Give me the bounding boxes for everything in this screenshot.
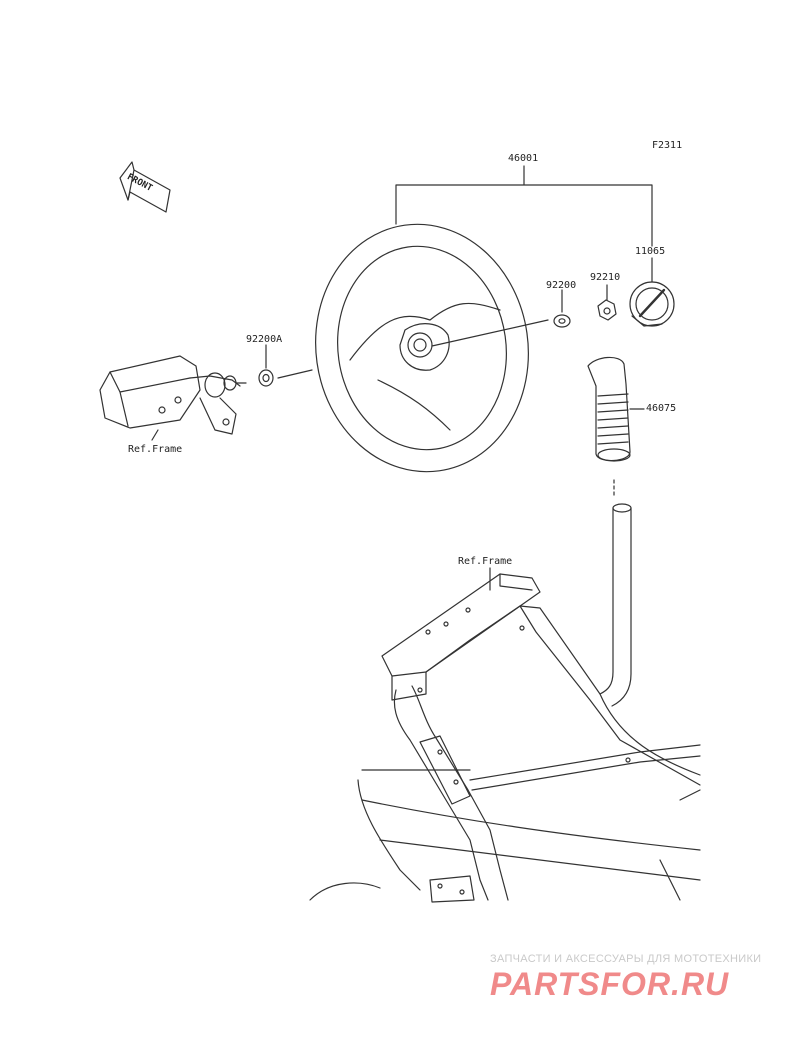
ref-frame-label: Ref.Frame bbox=[458, 556, 513, 567]
part-label-92210[interactable]: 92210 bbox=[590, 272, 621, 283]
leader-46001 bbox=[395, 165, 653, 247]
front-arrow-icon bbox=[119, 161, 171, 213]
cap-11065 bbox=[629, 281, 675, 327]
part-label-46001[interactable]: 46001 bbox=[508, 153, 539, 164]
nut-92210 bbox=[597, 299, 617, 321]
vehicle-frame bbox=[309, 573, 701, 903]
ref-frame-label: Ref.Frame bbox=[128, 444, 183, 455]
part-label-46075[interactable]: 46075 bbox=[646, 403, 677, 414]
steering-wheel bbox=[315, 223, 529, 473]
grip-46075 bbox=[587, 356, 631, 462]
washer-92200 bbox=[553, 314, 571, 328]
steering-column-bracket bbox=[99, 355, 247, 435]
part-label-92200[interactable]: 92200 bbox=[546, 280, 577, 291]
part-label-11065[interactable]: 11065 bbox=[635, 246, 666, 257]
handle-bar-tube bbox=[599, 479, 632, 707]
washer-92200A bbox=[258, 369, 274, 387]
watermark-tagline: ЗАПЧАСТИ И АКСЕССУАРЫ ДЛЯ МОТОТЕХНИКИ bbox=[490, 953, 762, 965]
part-label-92200A[interactable]: 92200A bbox=[246, 334, 283, 345]
watermark-logo: PARTSFOR.RU bbox=[490, 966, 730, 1002]
diagram-code: F2311 bbox=[652, 140, 683, 151]
